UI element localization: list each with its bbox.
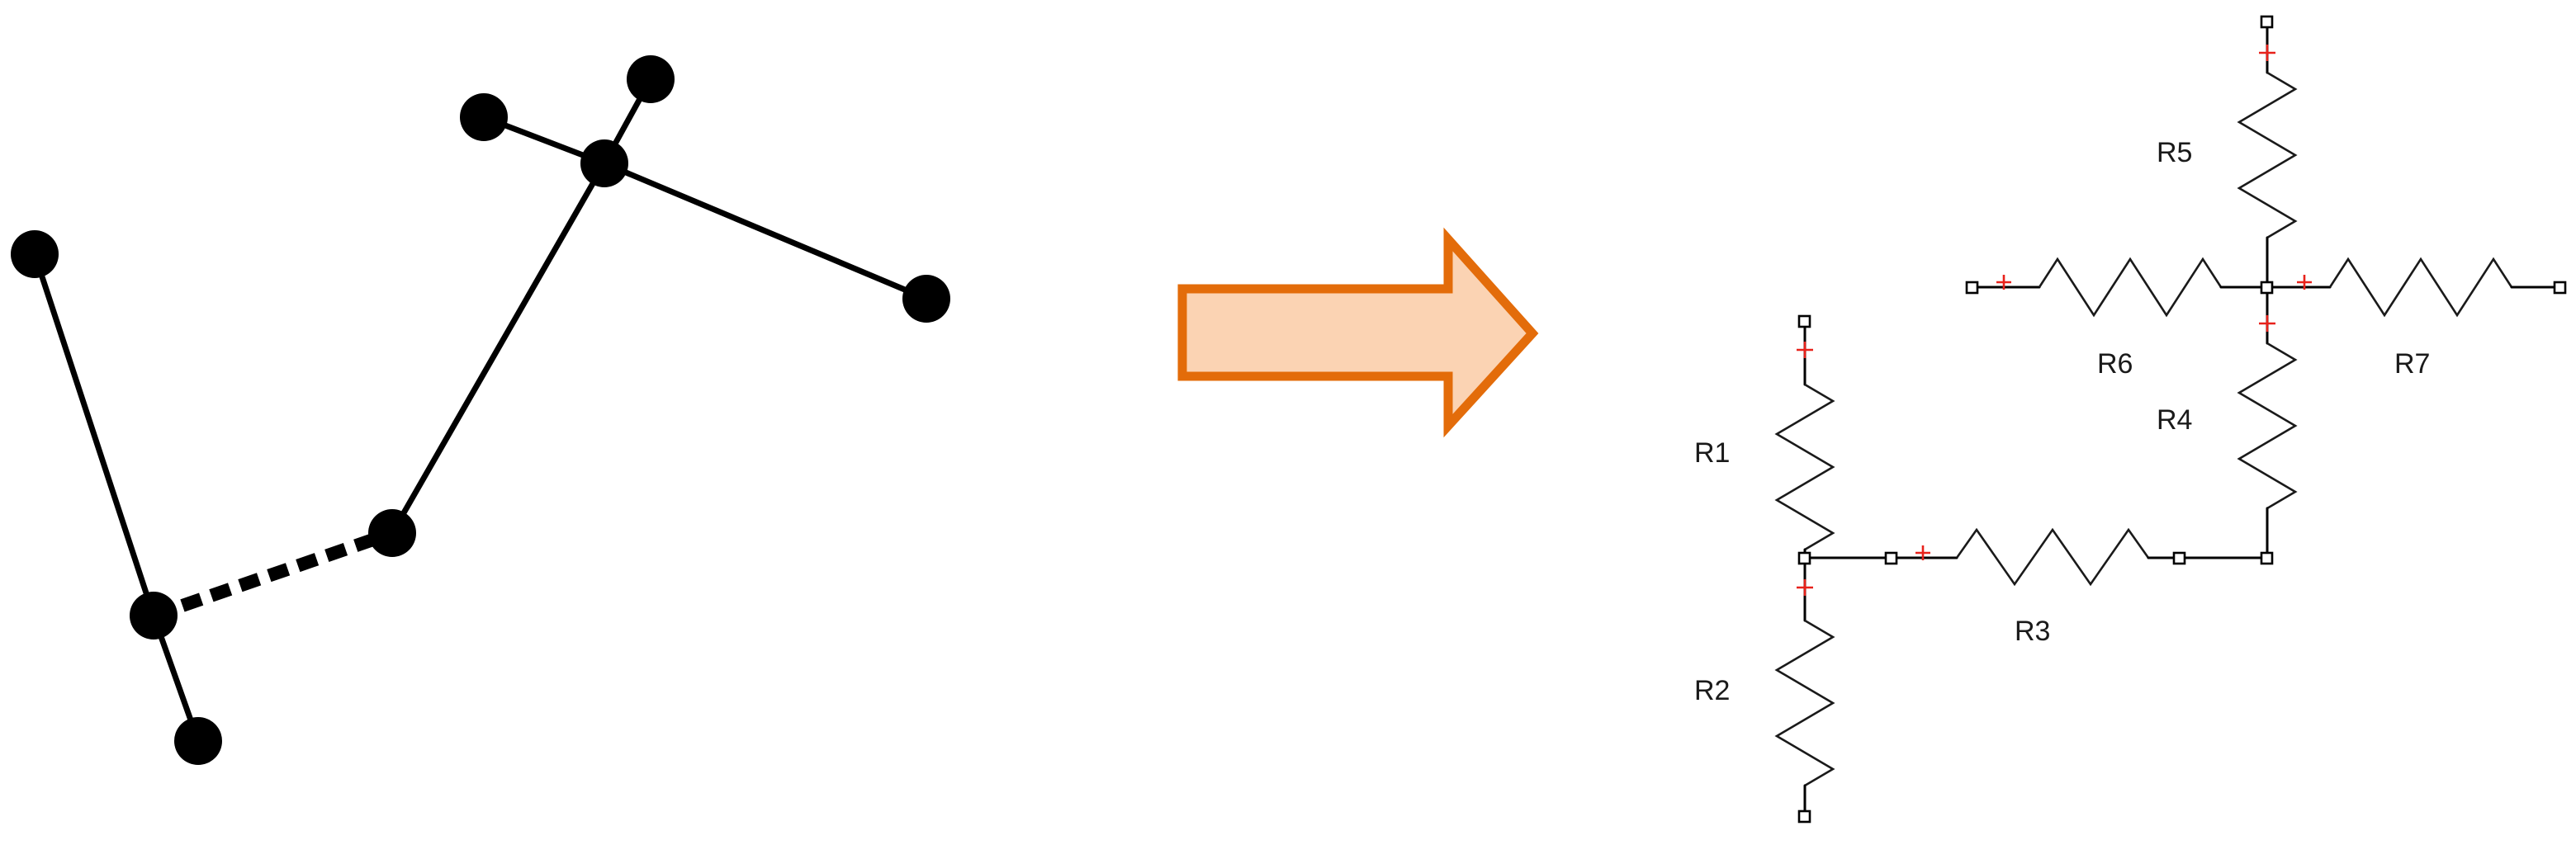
resistor-label-r6: R6 xyxy=(2097,348,2133,380)
graph-node xyxy=(580,139,628,187)
graph-edges xyxy=(31,78,928,743)
graph-node xyxy=(460,93,508,141)
resistor-labels: R1 R2 R3 R4 R5 R6 R7 xyxy=(1694,137,2430,706)
resistor-label-r3: R3 xyxy=(2015,616,2050,647)
resistor-r2 xyxy=(1774,556,1835,824)
graph xyxy=(11,55,950,765)
graph-node xyxy=(627,55,675,103)
resistor-r7 xyxy=(2266,257,2567,318)
resistor-r6 xyxy=(1965,257,2269,318)
transform-arrow xyxy=(1177,227,1539,438)
resistor-label-r4: R4 xyxy=(2157,404,2192,436)
resistor-r3 xyxy=(1797,527,2269,587)
graph-edge xyxy=(389,162,608,535)
resistor-label-r1: R1 xyxy=(1694,437,1730,469)
graph-node xyxy=(368,509,416,557)
resistor-r4 xyxy=(2237,286,2298,565)
resistor-label-r2: R2 xyxy=(1694,675,1730,706)
graph-node xyxy=(174,717,222,765)
junction-terminal xyxy=(2260,281,2274,295)
graph-node xyxy=(11,230,59,278)
resistor-label-r7: R7 xyxy=(2394,348,2430,380)
graph-edge xyxy=(31,253,157,617)
graph-edge xyxy=(603,160,928,302)
resistor-r1 xyxy=(1774,314,1835,559)
graph-node xyxy=(902,275,950,323)
circuit: R1 R2 R3 R4 R5 R6 R7 xyxy=(1694,15,2567,824)
resistor-label-r5: R5 xyxy=(2157,137,2192,168)
graph-nodes xyxy=(11,55,950,765)
graph-node xyxy=(130,592,178,640)
resistor-r5 xyxy=(2237,15,2298,289)
graph-edge-dashed xyxy=(151,526,395,622)
